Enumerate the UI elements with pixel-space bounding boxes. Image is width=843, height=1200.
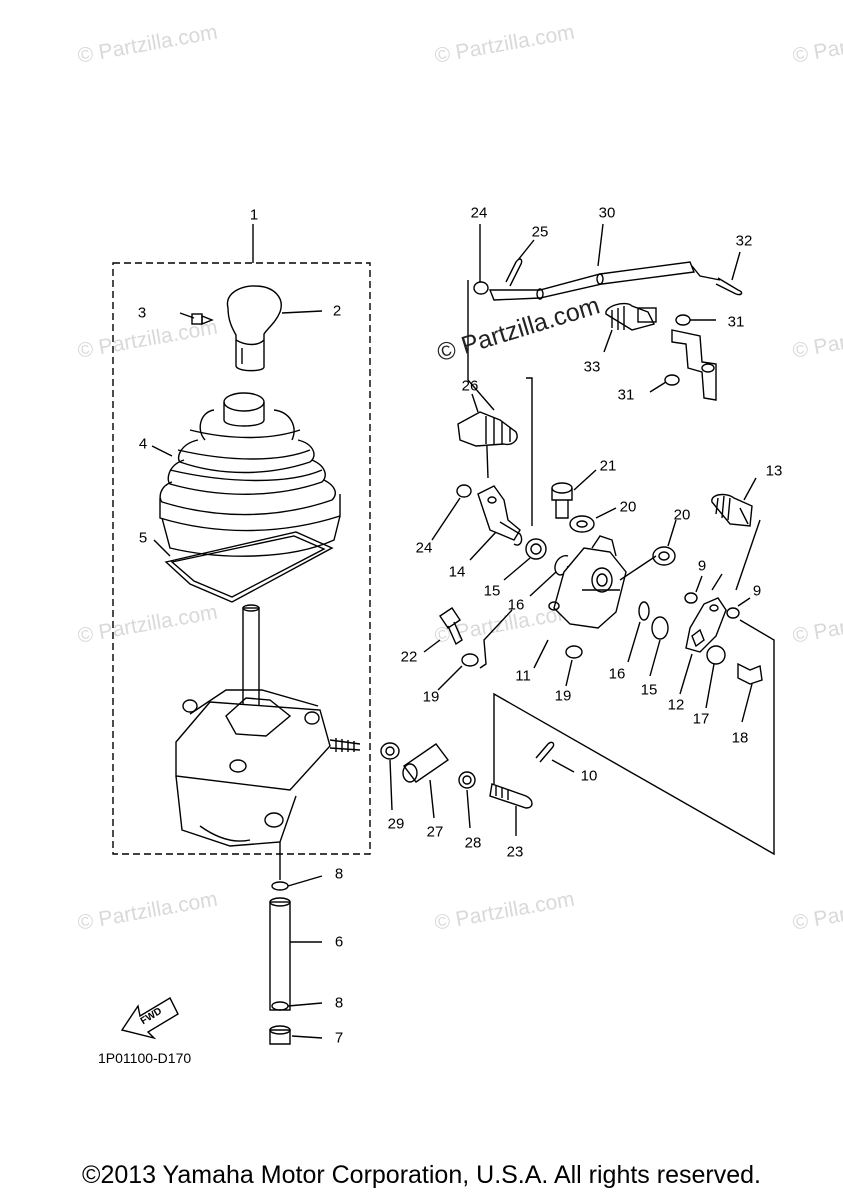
- callout-20b: 20: [673, 506, 691, 524]
- callout-19: 19: [422, 688, 440, 706]
- washer: [675, 314, 691, 326]
- callout-21: 21: [599, 457, 617, 475]
- callout-20: 20: [619, 498, 637, 516]
- ball-joint: [605, 302, 657, 331]
- shift-rod: [488, 261, 695, 301]
- callout-25: 25: [531, 223, 549, 241]
- washer: [706, 645, 726, 665]
- cotter-pin: [715, 277, 743, 296]
- callout-11: 11: [515, 667, 531, 685]
- callout-19b: 19: [554, 687, 572, 705]
- assembly-boundary: [112, 262, 371, 855]
- lever-12: [685, 597, 727, 653]
- callout-14: 14: [448, 563, 466, 581]
- forward-arrow: [120, 997, 179, 1040]
- bracket: [671, 329, 717, 401]
- callout-8b: 8: [334, 994, 344, 1012]
- callout-27: 27: [426, 823, 444, 841]
- ball-joint-26: [457, 411, 518, 447]
- callout-22: 22: [400, 648, 418, 666]
- nut: [461, 653, 479, 667]
- callout-7: 7: [334, 1029, 344, 1047]
- callout-12: 12: [667, 696, 685, 714]
- callout-6: 6: [334, 933, 344, 951]
- callout-15b: 15: [640, 681, 658, 699]
- callout-31: 31: [727, 313, 745, 331]
- washer: [525, 538, 547, 560]
- washer: [456, 484, 472, 498]
- washer: [651, 616, 669, 640]
- callout-31b: 31: [617, 386, 635, 404]
- callout-18: 18: [731, 729, 749, 747]
- callout-1: 1: [249, 206, 259, 224]
- callout-2: 2: [332, 302, 342, 320]
- diagram-code: 1P01100-D170: [98, 1050, 192, 1066]
- callout-29: 29: [387, 815, 405, 833]
- washer: [473, 281, 489, 295]
- bolt-18: [737, 662, 763, 685]
- ball-joint-13: [711, 493, 753, 527]
- shift-box-housing: [175, 689, 361, 847]
- callout-15: 15: [483, 582, 501, 600]
- callout-17: 17: [692, 710, 710, 728]
- callout-16: 16: [507, 596, 525, 614]
- callout-8: 8: [334, 865, 344, 883]
- shift-knob: [226, 285, 282, 372]
- o-ring: [638, 601, 650, 621]
- callout-9: 9: [697, 557, 707, 575]
- cotter-pin: [505, 258, 523, 287]
- callout-4: 4: [138, 435, 148, 453]
- grommet: [269, 1025, 291, 1045]
- washer: [664, 374, 680, 386]
- callout-28: 28: [464, 834, 482, 852]
- set-screw: [191, 313, 214, 326]
- rod: [269, 897, 291, 1011]
- grommet: [652, 546, 676, 566]
- rubber-boot: [159, 392, 341, 557]
- callout-5: 5: [138, 529, 148, 547]
- collar: [402, 743, 449, 783]
- callout-24: 24: [470, 204, 488, 222]
- callout-23: 23: [506, 843, 524, 861]
- washer: [684, 592, 698, 604]
- callout-30: 30: [598, 204, 616, 222]
- callout-24b: 24: [415, 539, 433, 557]
- grommet: [569, 515, 595, 533]
- gasket: [164, 531, 334, 603]
- circlip: [271, 881, 289, 891]
- copyright-notice: ©2013 Yamaha Motor Corporation, U.S.A. A…: [82, 1161, 761, 1189]
- bolt-21: [551, 482, 573, 519]
- washer: [726, 607, 740, 619]
- lever-bracket: [553, 535, 627, 629]
- shift-lever-14: [477, 485, 523, 546]
- nut: [565, 645, 583, 659]
- callout-3: 3: [137, 304, 147, 322]
- nut: [380, 742, 400, 760]
- callout-10: 10: [580, 767, 598, 785]
- callout-33: 33: [583, 358, 601, 376]
- cotter-pin: [535, 741, 555, 763]
- callout-16b: 16: [608, 665, 626, 683]
- callout-13: 13: [765, 462, 783, 480]
- callout-9b: 9: [752, 582, 762, 600]
- joint-pin: [489, 783, 533, 809]
- bolt-22: [439, 607, 463, 646]
- callout-32: 32: [735, 232, 753, 250]
- washer: [548, 601, 560, 611]
- nut-28: [458, 771, 476, 789]
- callout-26: 26: [461, 377, 479, 395]
